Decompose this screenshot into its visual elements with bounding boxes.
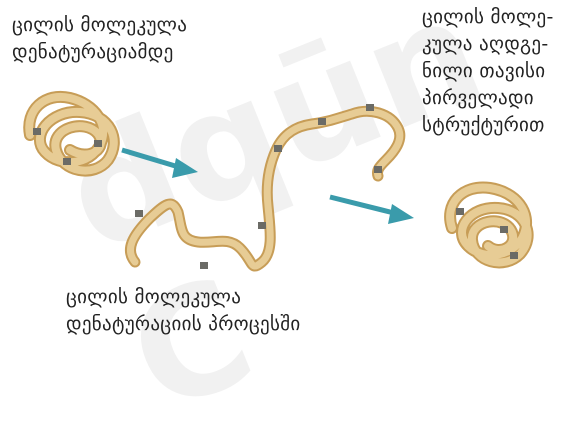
label-during-denaturation: ცილის მოლეკულა დენატურაციის პროცესში [66,284,301,338]
arrow-to-denaturation [122,150,198,178]
native-protein-coil [29,97,114,171]
label-before-denaturation: ცილის მოლეკულა დენატურაციამდე [12,12,187,66]
renatured-protein-coil [450,187,528,262]
denatured-protein-chain [130,104,399,269]
label-restored-primary-structure: ცილის მოლე- კულა აღდგე- ნილი თავისი პირვ… [422,4,554,139]
arrow-to-renaturation [330,197,414,224]
